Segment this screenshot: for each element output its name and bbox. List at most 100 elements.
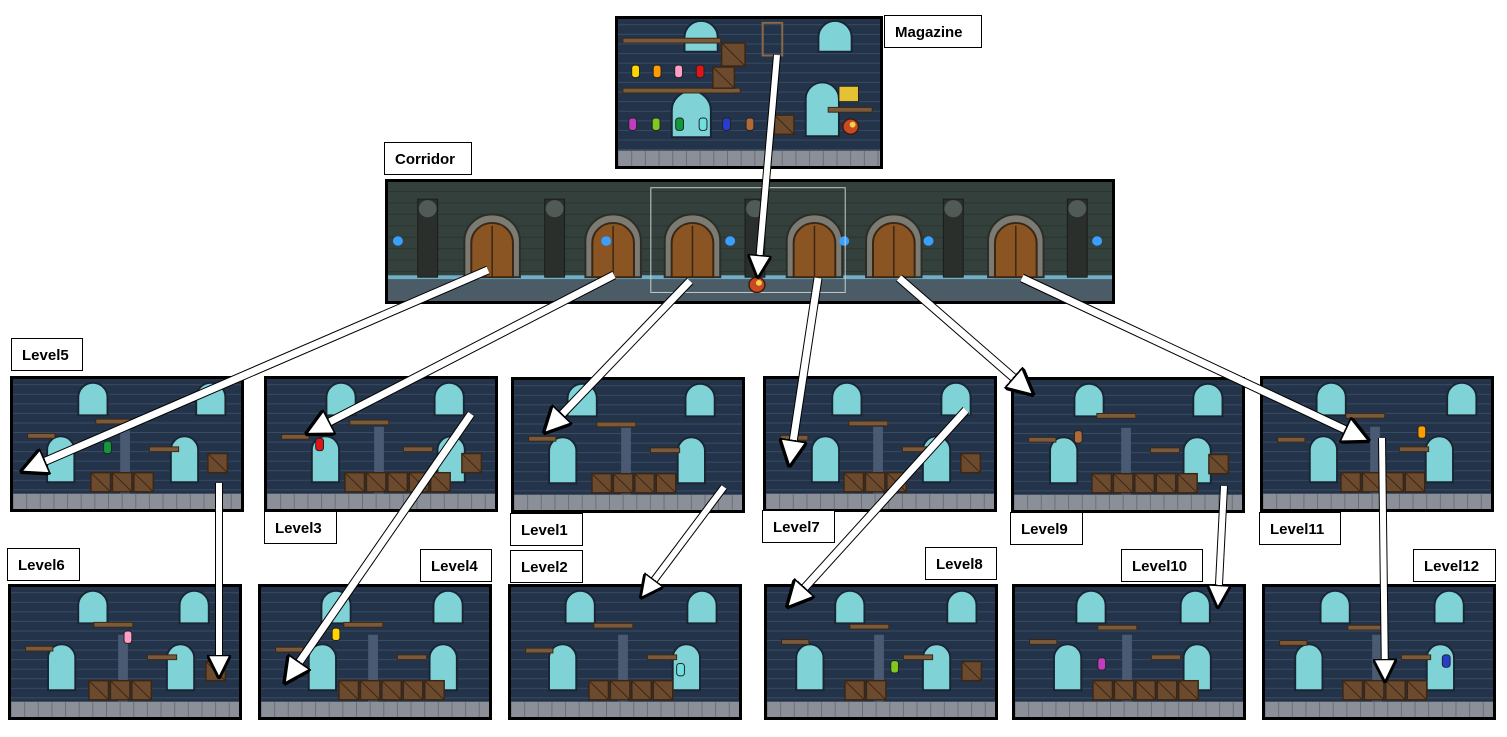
label-level10: Level10 bbox=[1121, 549, 1203, 582]
platform bbox=[528, 435, 557, 442]
window-icon bbox=[564, 589, 596, 625]
platform bbox=[93, 621, 134, 628]
platform bbox=[1279, 640, 1308, 646]
level12-screenshot bbox=[1262, 584, 1496, 720]
platform bbox=[781, 639, 810, 645]
platform bbox=[525, 647, 554, 654]
label-level7: Level7 bbox=[762, 510, 835, 543]
platform bbox=[902, 654, 934, 661]
room-floor bbox=[1014, 494, 1242, 510]
window-icon bbox=[1308, 435, 1339, 484]
window-icon bbox=[1446, 381, 1478, 417]
camera-frame bbox=[650, 187, 846, 293]
lantern-icon bbox=[103, 440, 112, 455]
level3-screenshot bbox=[264, 376, 498, 512]
platform bbox=[1277, 436, 1306, 443]
lantern-icon bbox=[1417, 425, 1427, 439]
pillar bbox=[1121, 427, 1131, 495]
pillar bbox=[874, 634, 884, 702]
room-floor bbox=[1265, 701, 1493, 717]
platform bbox=[402, 446, 434, 453]
platform bbox=[1096, 412, 1137, 419]
lantern-icon bbox=[698, 117, 708, 131]
level1-screenshot bbox=[511, 377, 745, 513]
window-icon bbox=[566, 382, 598, 418]
lantern-icon bbox=[745, 117, 755, 131]
room-floor bbox=[766, 493, 994, 509]
platform bbox=[349, 419, 390, 426]
label-level1: Level1 bbox=[510, 513, 583, 546]
platform bbox=[27, 433, 56, 439]
window-icon bbox=[1315, 381, 1347, 417]
lantern-icon bbox=[123, 630, 133, 644]
room-floor bbox=[13, 493, 241, 509]
window-icon bbox=[683, 19, 719, 53]
platform bbox=[281, 433, 310, 440]
window-icon bbox=[676, 436, 706, 485]
platform bbox=[1150, 654, 1182, 661]
window-icon bbox=[548, 436, 578, 485]
torch-icon bbox=[725, 236, 736, 246]
platform bbox=[901, 446, 933, 453]
window-icon bbox=[1075, 589, 1107, 625]
window-icon bbox=[1182, 643, 1212, 692]
room-floor bbox=[261, 701, 489, 717]
lantern-icon bbox=[1441, 654, 1451, 668]
platform bbox=[622, 37, 722, 44]
window-icon bbox=[47, 643, 77, 692]
pillar bbox=[621, 427, 631, 495]
lantern-icon bbox=[695, 64, 705, 79]
window-icon bbox=[307, 643, 337, 692]
window-icon bbox=[810, 435, 841, 484]
label-magazine: Magazine bbox=[884, 15, 982, 48]
window-icon bbox=[1294, 643, 1324, 692]
lantern-icon bbox=[628, 117, 638, 131]
chest-icon bbox=[838, 85, 859, 103]
corridor-screenshot bbox=[385, 179, 1115, 304]
window-icon bbox=[684, 382, 716, 418]
window-icon bbox=[169, 435, 200, 484]
torch-icon bbox=[392, 236, 403, 246]
level6-screenshot bbox=[8, 584, 242, 720]
window-icon bbox=[921, 435, 952, 484]
label-level2: Level2 bbox=[510, 550, 583, 583]
label-level9: Level9 bbox=[1010, 512, 1083, 545]
room-floor bbox=[267, 493, 495, 509]
window-icon bbox=[46, 435, 76, 484]
platform bbox=[649, 447, 681, 454]
level9-screenshot bbox=[1011, 377, 1245, 513]
platform bbox=[1345, 412, 1386, 419]
level10-screenshot bbox=[1012, 584, 1246, 720]
room-floor bbox=[514, 494, 742, 510]
window-icon bbox=[77, 589, 109, 625]
magazine-screenshot bbox=[615, 16, 883, 169]
window-icon bbox=[548, 643, 578, 692]
level11-screenshot bbox=[1260, 376, 1494, 512]
torch-icon bbox=[601, 236, 612, 246]
platform bbox=[1029, 639, 1058, 645]
platform bbox=[646, 654, 678, 661]
lantern-icon bbox=[315, 437, 324, 452]
label-level3: Level3 bbox=[264, 511, 337, 544]
window-icon bbox=[921, 643, 952, 692]
window-icon bbox=[1053, 643, 1083, 692]
label-level8: Level8 bbox=[925, 547, 997, 580]
lantern-icon bbox=[890, 660, 900, 674]
window-icon bbox=[1073, 382, 1105, 418]
lantern-icon bbox=[631, 64, 640, 79]
window-icon bbox=[325, 381, 357, 417]
platform bbox=[622, 87, 741, 94]
room-floor bbox=[618, 150, 880, 166]
torch-icon bbox=[839, 236, 850, 246]
platform bbox=[596, 421, 637, 428]
lantern-icon bbox=[674, 64, 684, 79]
platform bbox=[396, 654, 428, 661]
platform bbox=[95, 418, 136, 425]
room-floor bbox=[767, 701, 995, 717]
window-icon bbox=[165, 643, 196, 692]
window-icon bbox=[817, 19, 853, 53]
label-level4: Level4 bbox=[420, 549, 492, 582]
platform bbox=[275, 646, 304, 653]
platform bbox=[146, 654, 178, 661]
room-floor bbox=[11, 701, 239, 717]
